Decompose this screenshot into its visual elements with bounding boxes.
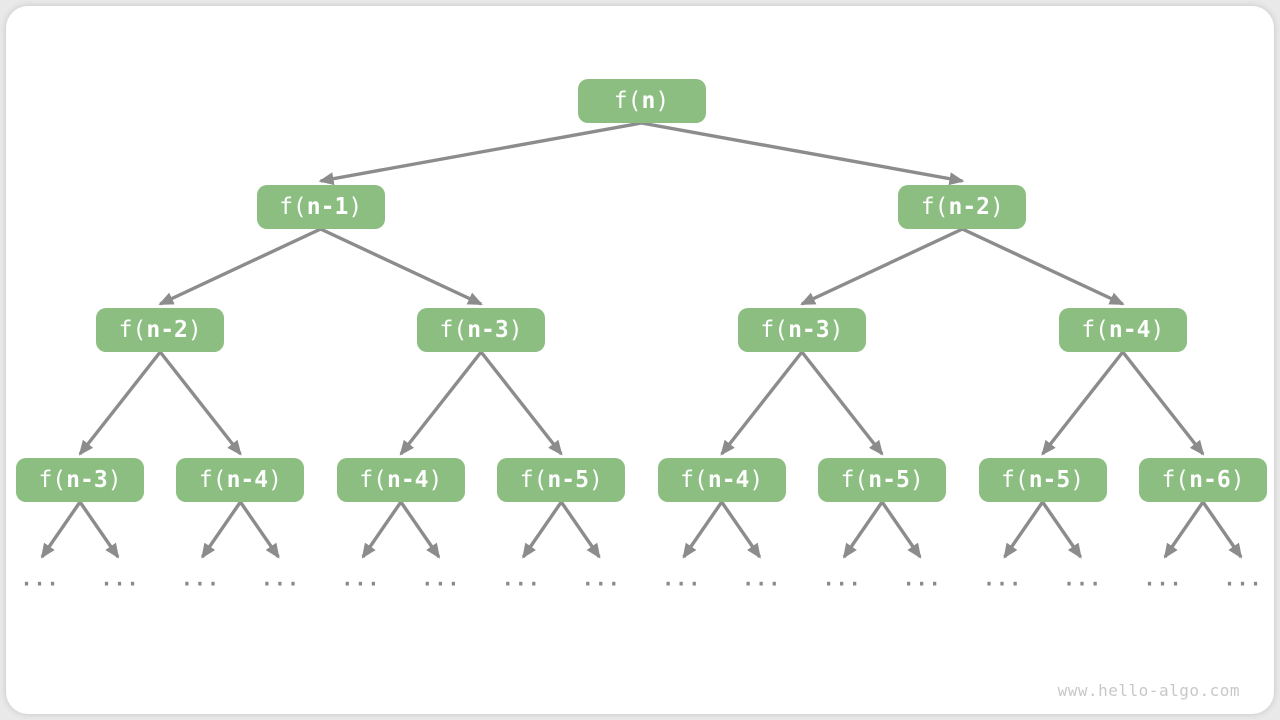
tree-edge [641,121,965,186]
tree-edge [800,350,884,456]
tree-edge [521,501,563,559]
tree-edge [720,501,762,559]
ellipsis-leaf: ... [983,566,1023,591]
tree-node-l3-2: f(n-3) [417,308,546,352]
tree-node-l4-1: f(n-3) [16,458,144,502]
ellipsis-leaf: ... [662,566,702,591]
tree-edge [239,501,280,559]
tree-edge [158,227,322,306]
tree-edge [1003,501,1044,559]
tree-node-l3-3: f(n-3) [737,308,866,352]
tree-node-l2-2: f(n-2) [898,185,1027,229]
tree-edge [318,121,642,186]
tree-edge [479,350,563,456]
tree-edge [201,501,242,559]
tree-edge [399,501,441,559]
tree-node-l4-5: f(n-4) [657,458,786,502]
ellipsis-leaf: ... [822,566,862,591]
ellipsis-leaf: ... [341,566,381,591]
tree-edge [720,350,804,456]
ellipsis-leaf: ... [100,566,140,591]
tree-edge [961,227,1125,306]
tree-edge [842,501,884,559]
tree-node-l1-1: f(n) [577,79,706,123]
tree-edge [800,227,964,306]
tree-node-l4-6: f(n-5) [818,458,947,502]
tree-edge [399,350,483,456]
ellipsis-leaf: ... [501,566,541,591]
tree-edge [78,350,162,456]
tree-edge [158,350,242,456]
tree-edge [1041,350,1125,456]
ellipsis-leaf: ... [742,566,782,591]
tree-edge [319,227,483,306]
ellipsis-leaf: ... [180,566,220,591]
ellipsis-leaf: ... [1063,566,1103,591]
watermark: www.hello-algo.com [1057,681,1240,700]
tree-node-l3-1: f(n-2) [96,308,225,352]
tree-edge [1163,501,1205,559]
ellipsis-leaf: ... [1223,566,1263,591]
tree-edge [880,501,922,559]
ellipsis-leaf: ... [20,566,60,591]
tree-edge [559,501,601,559]
ellipsis-leaf: ... [260,566,300,591]
tree-node-l4-7: f(n-5) [978,458,1107,502]
ellipsis-leaf: ... [1143,566,1183,591]
ellipsis-leaf: ... [581,566,621,591]
tree-edge [1121,350,1205,456]
tree-node-l4-2: f(n-4) [176,458,305,502]
tree-edge [40,501,82,559]
tree-node-l2-1: f(n-1) [256,185,385,229]
tree-edge [682,501,724,559]
tree-edge [78,501,120,559]
ellipsis-leaf: ... [902,566,942,591]
tree-node-l4-8: f(n-6) [1139,458,1267,502]
tree-edge [1041,501,1082,559]
tree-edge [361,501,403,559]
tree-node-l3-4: f(n-4) [1058,308,1187,352]
ellipsis-leaf: ... [421,566,461,591]
tree-node-l4-3: f(n-4) [336,458,465,502]
tree-edge [1201,501,1243,559]
tree-node-l4-4: f(n-5) [497,458,626,502]
